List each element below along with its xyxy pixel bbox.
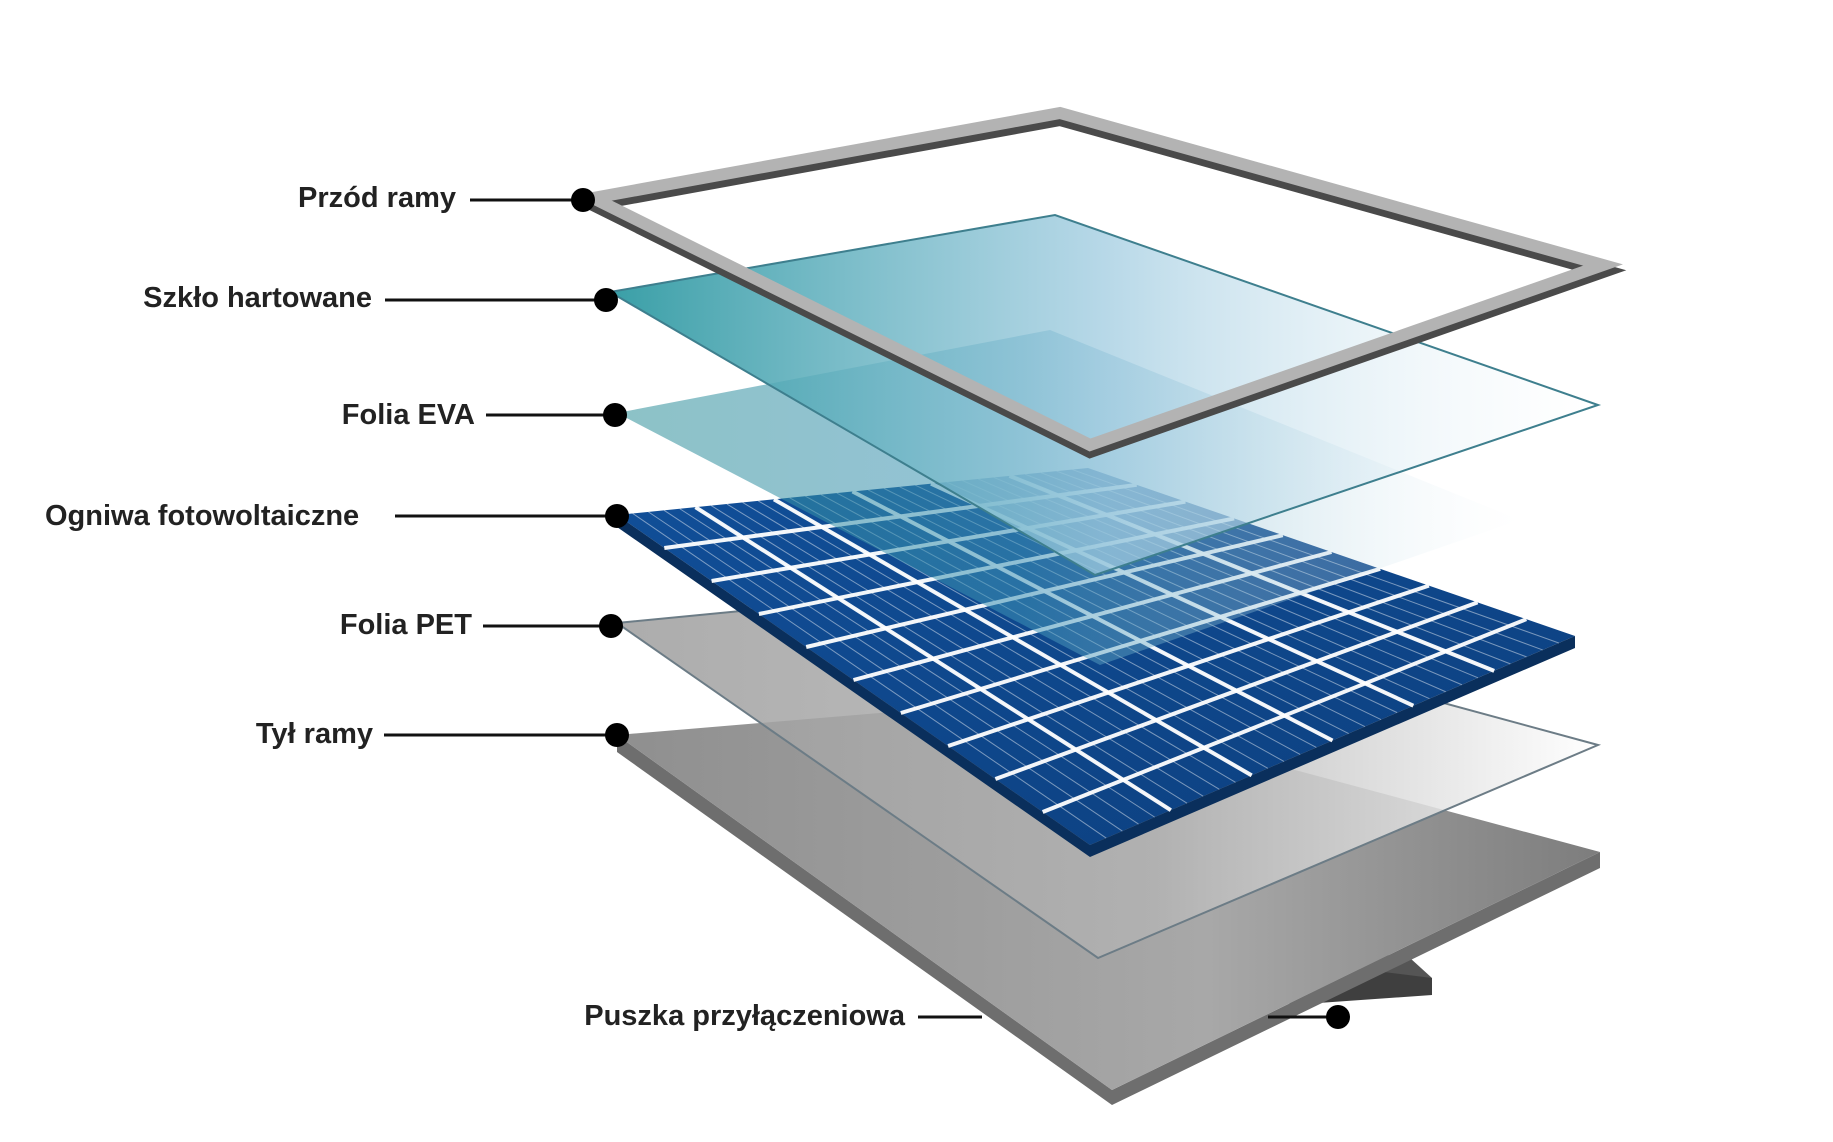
cell-grid-line: [726, 503, 1204, 797]
cell-grid-line: [772, 497, 1253, 778]
label-frame-back: Tył ramy: [255, 718, 373, 750]
dot-pv-cells: [605, 504, 629, 528]
leader-lines: [384, 188, 1350, 1029]
dot-eva-foil: [603, 403, 627, 427]
cell-grid-line: [742, 502, 1220, 790]
cell-grid-line: [648, 511, 1123, 832]
cell-grid-line: [663, 509, 1139, 825]
cell-grid-line: [758, 500, 1236, 783]
dot-frame-front: [571, 188, 595, 212]
dot-pet-foil: [599, 614, 623, 638]
front-frame-layer: [571, 106, 1627, 459]
cell-grid-line: [632, 513, 1107, 839]
tempered-glass-layer: [607, 213, 1602, 577]
dot-tempered-glass: [594, 288, 618, 312]
label-frame-front: Przód ramy: [298, 182, 456, 214]
dot-junction-box: [1326, 1005, 1350, 1029]
label-tempered-glass: Szkło hartowane: [143, 282, 372, 314]
cell-grid-line: [679, 508, 1155, 818]
label-pv-cells: Ogniwa fotowoltaiczne: [45, 500, 360, 532]
label-junction-box: Puszka przyłączeniowa: [584, 1000, 905, 1032]
label-pet-foil: Folia PET: [339, 609, 472, 641]
cell-grid-line: [773, 498, 1252, 776]
cell-grid-line: [695, 506, 1172, 811]
dot-frame-back: [605, 723, 629, 747]
label-eva-foil: Folia EVA: [341, 399, 475, 431]
cell-grid-line: [694, 505, 1172, 812]
cell-grid-line: [710, 505, 1188, 804]
